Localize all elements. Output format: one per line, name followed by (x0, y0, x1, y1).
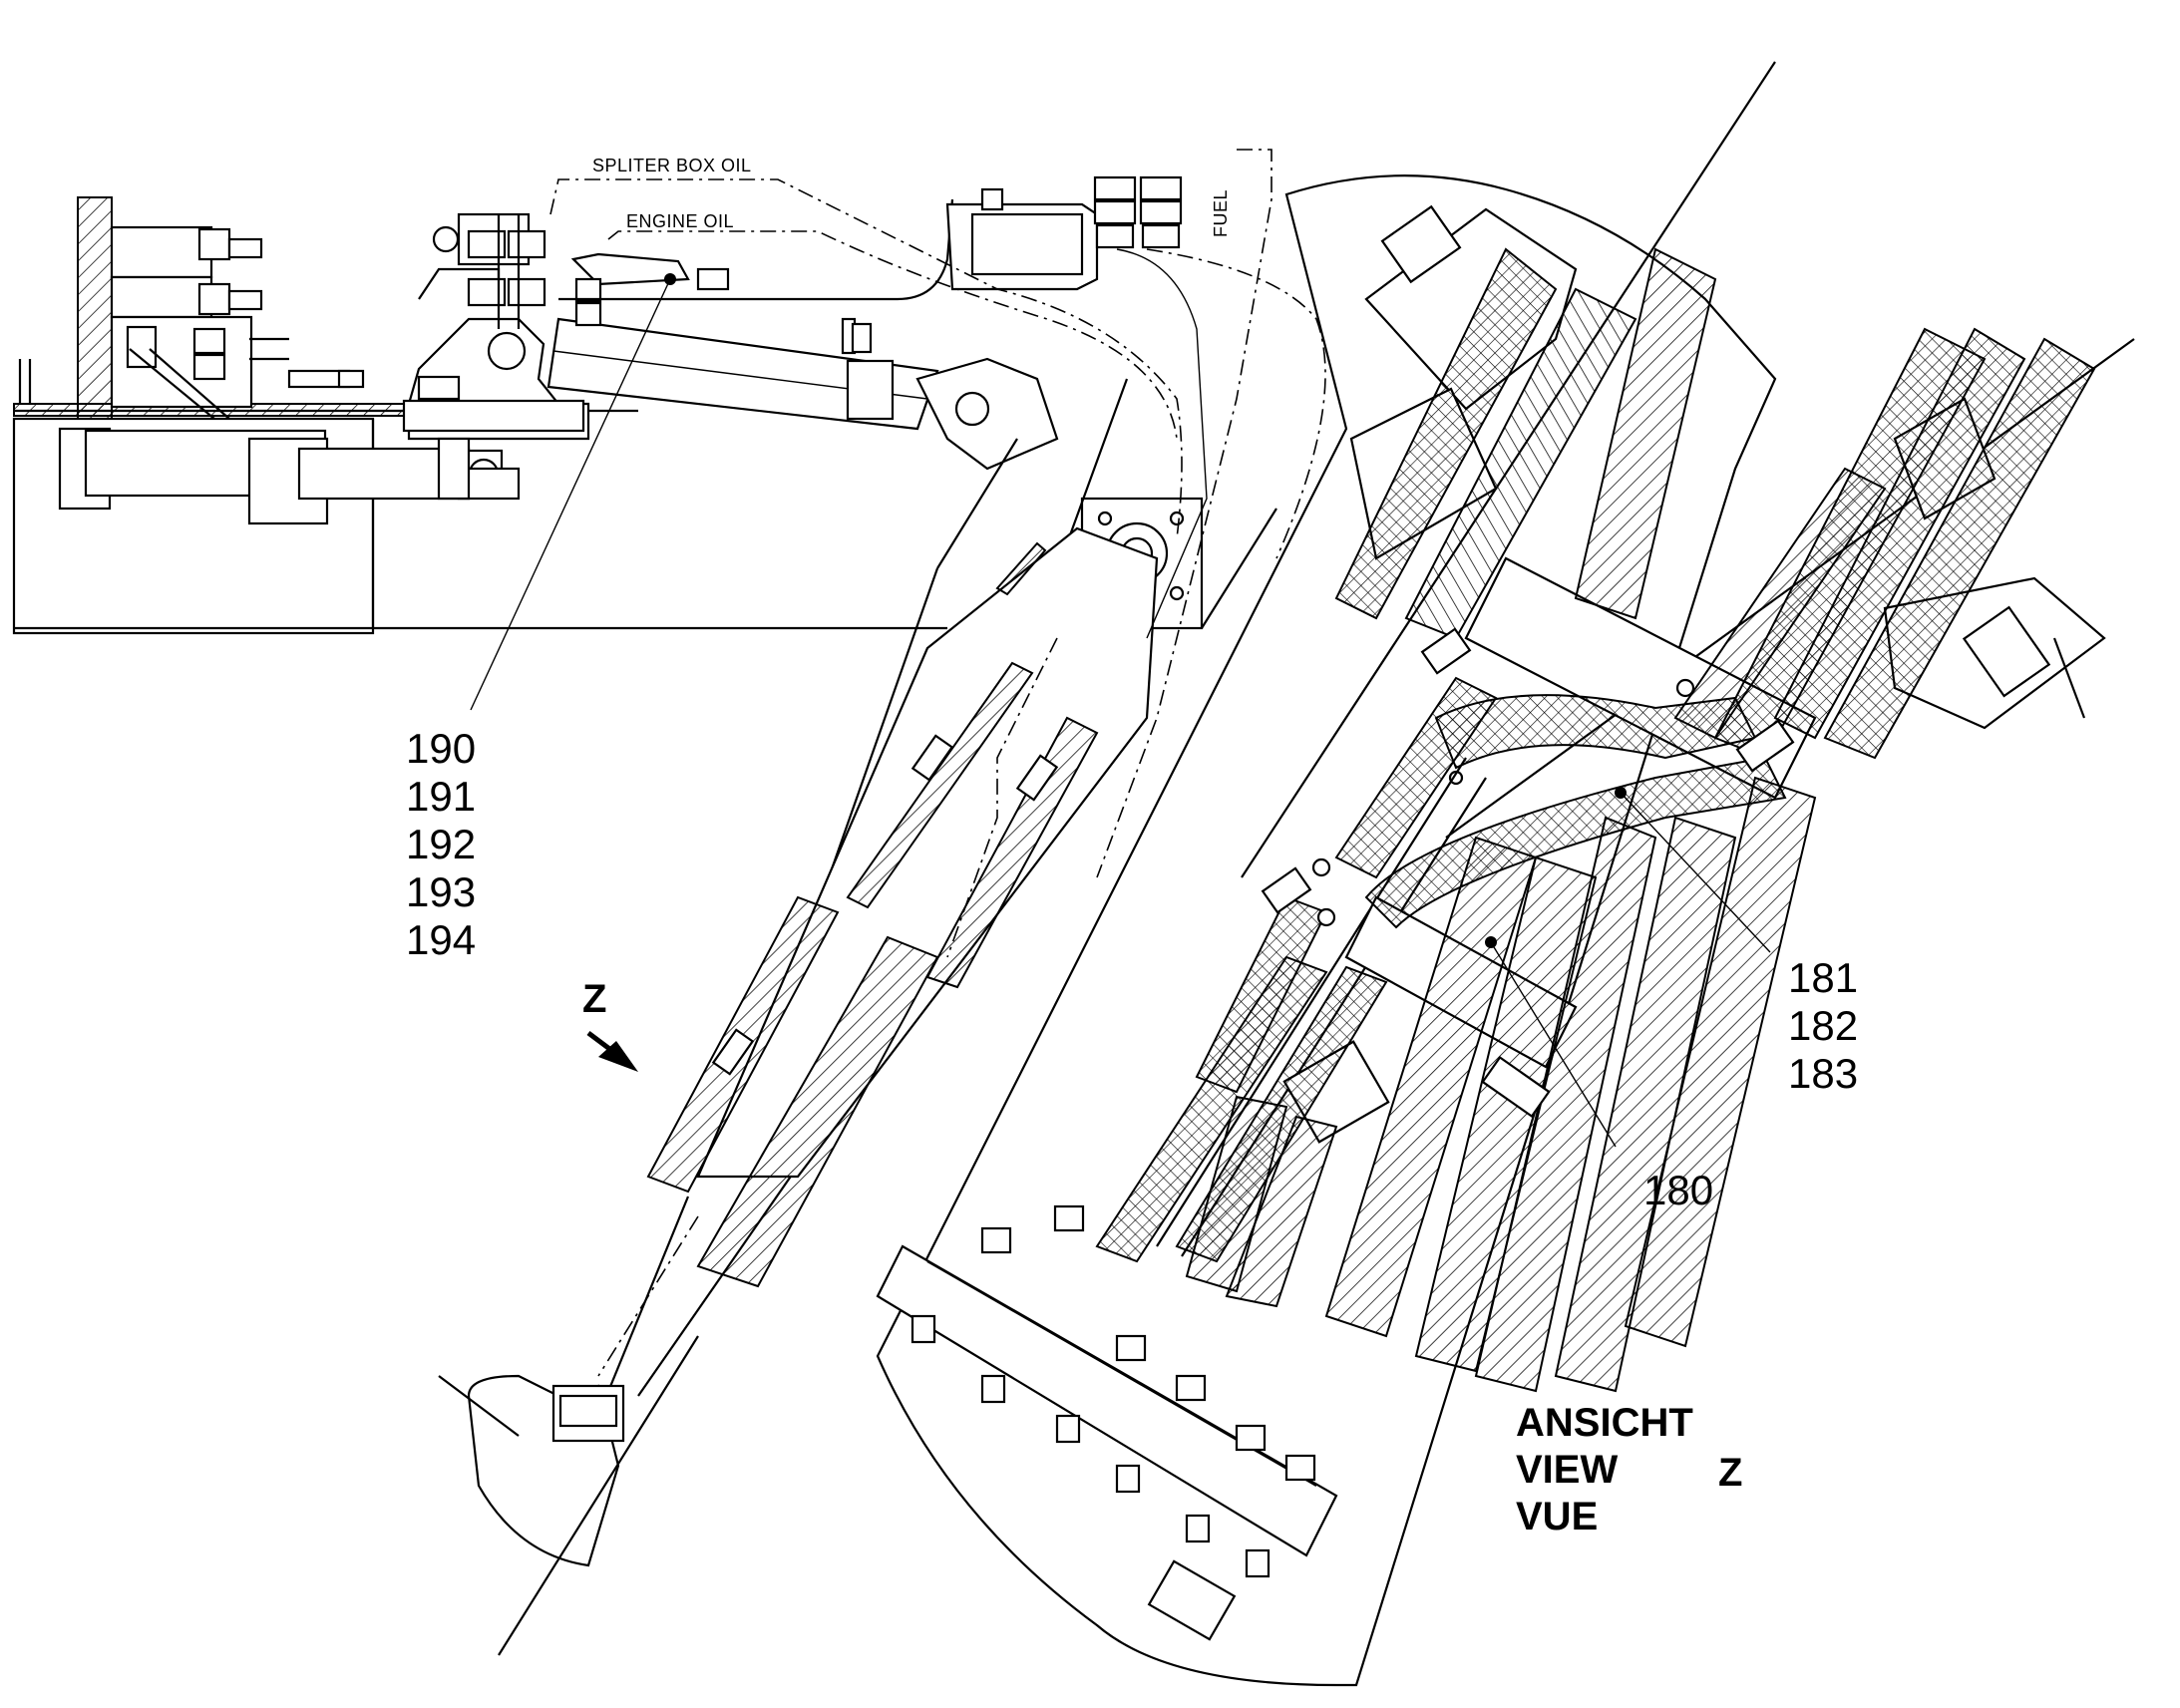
leader-dot-181 (1615, 787, 1627, 799)
label-spliter-box-oil: SPLITER BOX OIL (592, 156, 752, 175)
part-number: 183 (1788, 1050, 1858, 1097)
flange-bolts (910, 1204, 1316, 1641)
leader-dot-190 (664, 273, 676, 285)
caption-line-view: VIEW (1516, 1448, 1618, 1492)
filter-box (945, 187, 1099, 291)
part-number: 193 (406, 868, 476, 915)
part-number: 194 (406, 916, 476, 963)
caption-view-letter: Z (1718, 1451, 1742, 1495)
boom-side-view (438, 378, 1277, 1656)
part-number: 190 (406, 725, 476, 772)
caption-line-ansicht: ANSICHT (1516, 1401, 1693, 1445)
part-number: 191 (406, 773, 476, 820)
label-fuel: FUEL (1211, 189, 1231, 237)
leader-dot-180 (1485, 936, 1497, 948)
view-arrow-letter: Z (582, 977, 606, 1021)
view-z-boom (876, 61, 2135, 1687)
top-fittings (467, 198, 954, 354)
caption-line-vue: VUE (1516, 1495, 1598, 1538)
part-number: 182 (1788, 1002, 1858, 1049)
label-engine-oil: ENGINE OIL (626, 211, 734, 231)
part-number: 192 (406, 821, 476, 867)
part-number-180: 180 (1643, 1167, 1713, 1213)
callout-leaders (470, 273, 1771, 1148)
callout-group-190: 190 191 192 193 194 (406, 725, 476, 963)
part-number: 181 (1788, 954, 1858, 1001)
view-caption: ANSICHT VIEW VUE Z (1516, 1401, 1742, 1538)
oil-line-paths (549, 149, 1326, 1377)
view-z-arrow: Z (582, 977, 638, 1072)
arrow-head-icon (598, 1041, 638, 1072)
callout-group-181: 181 182 183 (1788, 954, 1858, 1097)
fuel-fittings (1093, 175, 1183, 249)
